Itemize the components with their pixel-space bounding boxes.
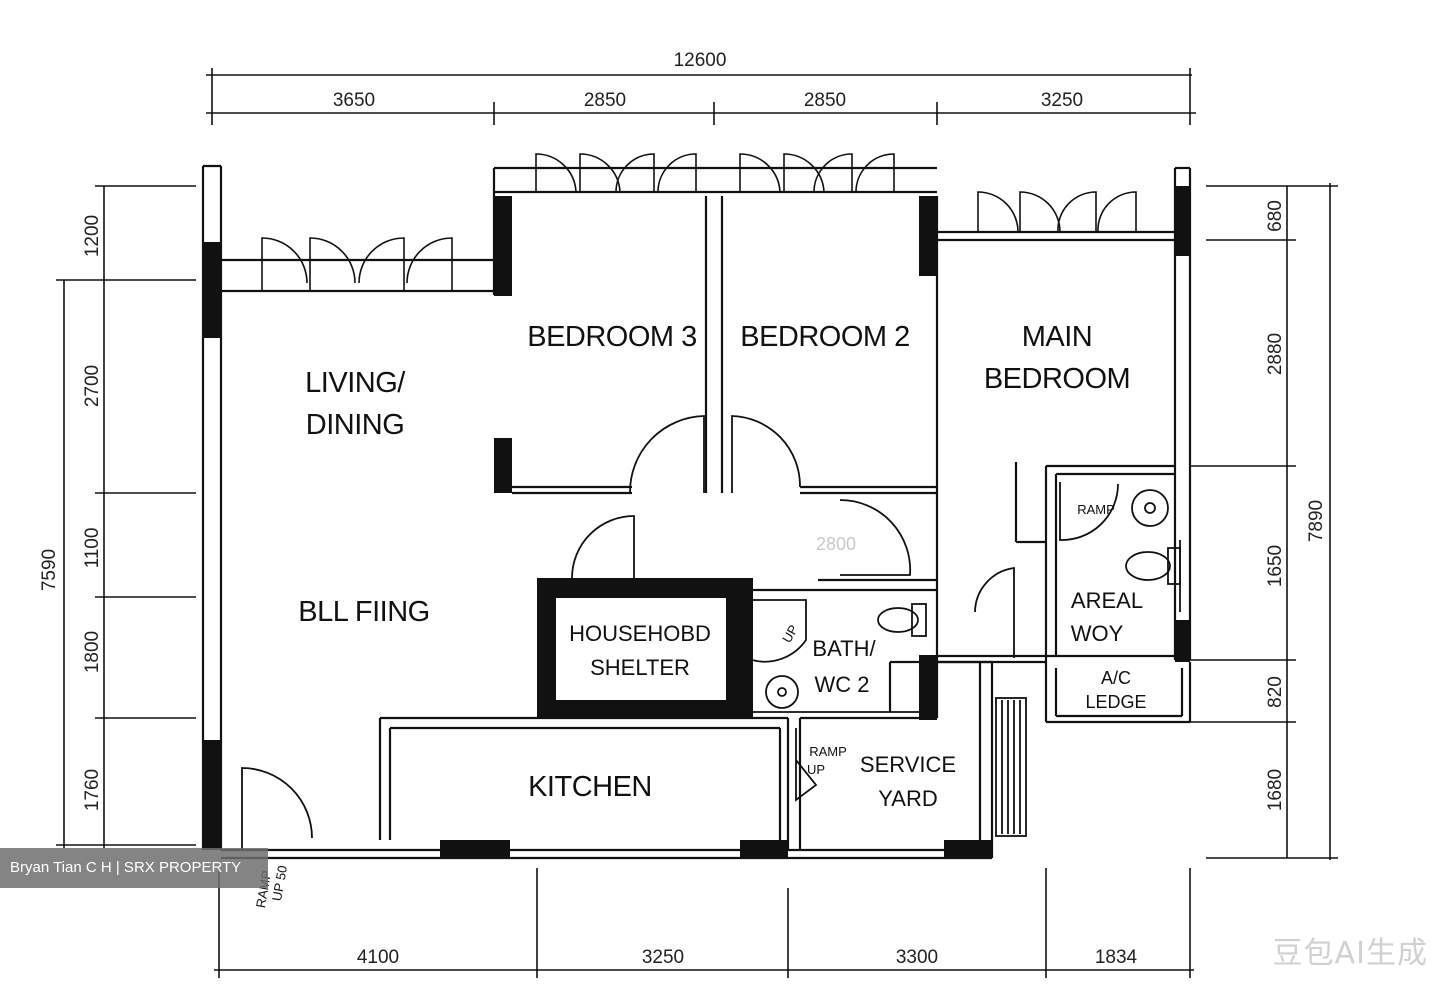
right-total-dimension: 7890 — [1306, 500, 1327, 542]
right-dimension-3: 1650 — [1265, 545, 1286, 587]
main-bedroom-label-2: BEDROOM — [984, 363, 1130, 395]
ai-generated-mark: 豆包AI生成 — [1272, 936, 1428, 971]
bottom-dimension-4: 1834 — [1095, 947, 1138, 968]
top-dimension-lines — [206, 68, 1196, 125]
living-dining-label-2: DINING — [306, 409, 405, 441]
right-dimension-5: 1680 — [1265, 769, 1286, 811]
living-dining-label: LIVING/ — [305, 367, 406, 399]
kitchen-ramp-label-2: UP — [807, 762, 825, 777]
ensuite-label: AREAL — [1071, 588, 1143, 613]
kitchen-ramp-label: RAMP — [809, 744, 847, 759]
ac-ledge-label: A/C — [1101, 668, 1131, 688]
living-lower-label: BLL FIING — [298, 596, 429, 628]
door-swings — [241, 415, 1119, 850]
entrance-ramp-label-2: UP 50 — [269, 864, 290, 902]
ensuite-ramp-label: RAMP — [1077, 502, 1115, 517]
left-total-dimension: 7590 — [39, 549, 60, 591]
right-dimension-lines — [1190, 183, 1338, 860]
right-dimension-4: 820 — [1265, 676, 1286, 708]
service-yard-label: SERVICE — [860, 752, 956, 777]
window-swing-arcs — [261, 153, 1137, 290]
ac-ledge-label-2: LEDGE — [1085, 692, 1146, 712]
left-dimension-3: 1100 — [82, 528, 103, 569]
right-dimension-1: 680 — [1265, 200, 1286, 232]
household-shelter-label: HOUSEHOBD — [569, 621, 711, 646]
right-dimension-2: 2880 — [1265, 333, 1286, 375]
bedroom-2-label: BEDROOM 2 — [740, 321, 910, 353]
household-shelter-label-2: SHELTER — [590, 655, 690, 680]
outer-walls — [201, 164, 1192, 860]
left-dimension-2: 2700 — [82, 365, 103, 407]
left-dimension-1: 1200 — [82, 215, 103, 257]
bedroom-3-label: BEDROOM 3 — [527, 321, 697, 353]
main-bedroom-label: MAIN — [1022, 321, 1093, 353]
kitchen-label: KITCHEN — [528, 771, 652, 803]
top-dimension-4: 3250 — [1041, 90, 1083, 111]
top-dimension-2: 2850 — [584, 90, 626, 111]
interior-dimension: 2800 — [816, 534, 856, 554]
service-yard-label-2: YARD — [878, 786, 938, 811]
bottom-dimension-2: 3250 — [642, 947, 684, 968]
left-dimension-4: 1800 — [82, 631, 103, 673]
ensuite-label-2: WOY — [1071, 621, 1124, 646]
structural-columns — [203, 186, 1190, 858]
top-dimension-1: 3650 — [333, 90, 375, 111]
top-total-dimension: 12600 — [674, 50, 727, 71]
left-dimension-lines — [56, 185, 196, 848]
bottom-dimension-3: 3300 — [896, 947, 938, 968]
bottom-dimension-1: 4100 — [357, 947, 399, 968]
watermark-label: Bryan Tian C H | SRX PROPERTY — [0, 848, 268, 888]
bath-wc2-label: BATH/ — [812, 636, 876, 661]
top-dimension-3: 2850 — [804, 90, 846, 111]
left-dimension-5: 1760 — [82, 769, 103, 811]
bath-wc2-label-2: WC 2 — [815, 672, 870, 697]
household-shelter-walls — [537, 578, 753, 718]
bathroom-fixtures — [751, 489, 1181, 713]
bath-ramp-label: UP — [779, 622, 801, 645]
